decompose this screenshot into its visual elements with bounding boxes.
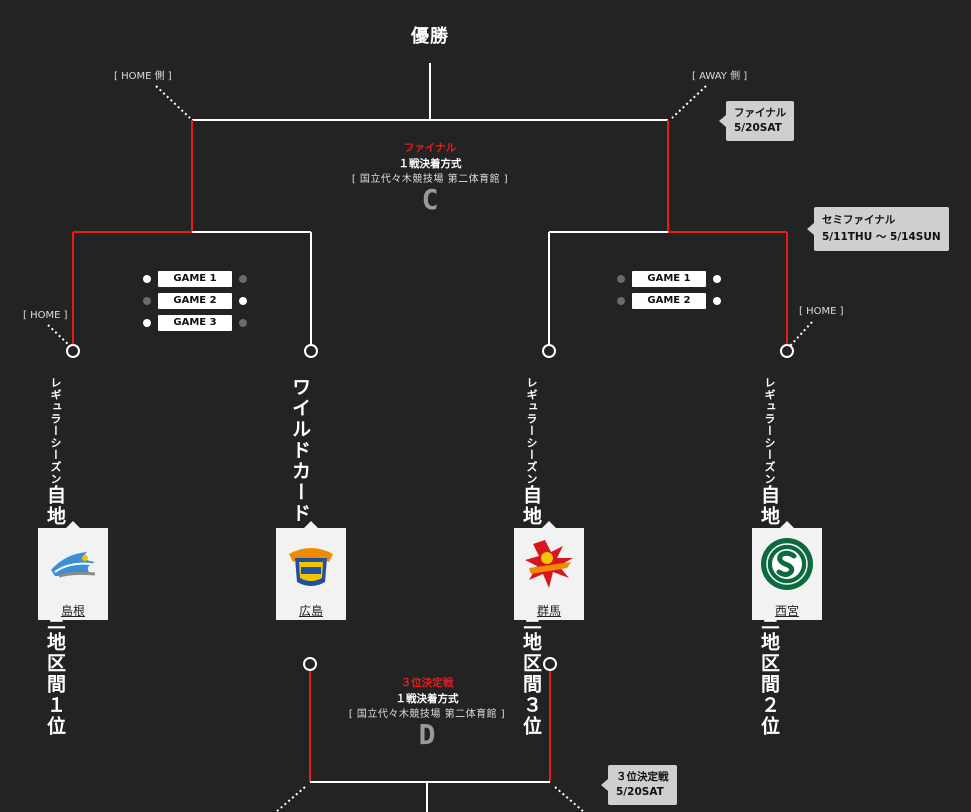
semi-callout-date: 5/11THU 〜 5/14SUN [822, 231, 941, 243]
third-callout: ３位決定戦 5/20SAT [601, 765, 677, 805]
gunma-logo-icon [525, 540, 573, 588]
left-game2-pill[interactable]: GAME 2 [158, 293, 232, 309]
right-series-games: GAME 1 GAME 2 [617, 271, 721, 309]
team-name-nishinomiya[interactable]: 西宮 [774, 604, 799, 618]
seed-2-line1: ワイルド [289, 377, 311, 461]
final-info: ファイナル １戦決着方式 [ 国立代々木競技場 第二体育館 ] C [310, 140, 550, 216]
right-game1-pill[interactable]: GAME 1 [632, 271, 706, 287]
seed-4-line2: 三地区間２位 [758, 611, 780, 737]
team-card-shimane[interactable]: 島根 [38, 521, 108, 620]
seed-label-4: レギュラーシーズン自地区１位／三地区間２位 [756, 377, 783, 737]
nishinomiya-logo-icon [761, 538, 813, 590]
left-game2-home-dot [143, 297, 151, 305]
team-card-nishinomiya[interactable]: 西宮 [752, 521, 822, 620]
team-name-gunma[interactable]: 群馬 [536, 604, 561, 618]
left-game2-away-dot [239, 297, 247, 305]
right-game2-away-dot [713, 297, 721, 305]
seed-2-line2: カード [289, 461, 311, 524]
champion-title: 優勝 [411, 26, 449, 47]
semi-callout: セミファイナル 5/11THU 〜 5/14SUN [807, 207, 949, 251]
final-callout: ファイナル 5/20SAT [718, 101, 795, 141]
seed-3-season: レギュラーシーズン [525, 377, 538, 485]
right-game-row-1: GAME 1 [617, 271, 721, 287]
left-game-row-1: GAME 1 [143, 271, 247, 287]
seed-label-3: レギュラーシーズン自地区１位／三地区間３位 [518, 377, 545, 737]
seed-1-season: レギュラーシーズン [49, 377, 62, 485]
shimane-logo-icon [51, 552, 96, 578]
team-card-hiroshima[interactable]: 広島 [276, 521, 346, 620]
right-game-row-2: GAME 2 [617, 293, 721, 309]
final-callout-name: ファイナル [734, 107, 787, 119]
final-name: ファイナル [403, 142, 457, 154]
left-game3-away-dot [239, 319, 247, 327]
left-game1-home-dot [143, 275, 151, 283]
third-format: １戦決着方式 [395, 693, 459, 705]
seed-label-1: レギュラーシーズン自地区１位／三地区間１位 [42, 377, 69, 737]
left-game1-away-dot [239, 275, 247, 283]
third-info: ３位決定戦 １戦決着方式 [ 国立代々木競技場 第二体育館 ] D [307, 675, 547, 751]
third-letter: D [418, 718, 436, 751]
final-format: １戦決着方式 [398, 158, 462, 170]
seed-4-season: レギュラーシーズン [763, 377, 776, 485]
left-game3-home-dot [143, 319, 151, 327]
home-label-right: [ HOME ] [799, 306, 844, 317]
right-game2-pill[interactable]: GAME 2 [632, 293, 706, 309]
seed-label-2: ワイルドカード [287, 377, 314, 524]
seed-1-line2: 三地区間１位 [44, 611, 66, 737]
right-game1-away-dot [713, 275, 721, 283]
semi-callout-name: セミファイナル [822, 214, 896, 226]
away-side-label: [ AWAY 側 ] [692, 71, 748, 82]
final-venue: [ 国立代々木競技場 第二体育館 ] [351, 174, 509, 185]
third-callout-name: ３位決定戦 [616, 771, 669, 783]
home-label-left: [ HOME ] [23, 310, 68, 321]
left-series-games: GAME 1 GAME 2 GAME 3 [143, 271, 247, 331]
seed-3-line2: 三地区間３位 [520, 611, 542, 737]
right-game1-home-dot [617, 275, 625, 283]
left-game-row-2: GAME 2 [143, 293, 247, 309]
team-name-hiroshima[interactable]: 広島 [298, 604, 323, 618]
hiroshima-logo-icon [289, 548, 333, 586]
right-game2-home-dot [617, 297, 625, 305]
final-letter: C [421, 183, 439, 216]
third-name: ３位決定戦 [400, 677, 454, 689]
third-callout-date: 5/20SAT [616, 786, 664, 798]
third-venue: [ 国立代々木競技場 第二体育館 ] [348, 709, 506, 720]
left-game-row-3: GAME 3 [143, 315, 247, 331]
left-game1-pill[interactable]: GAME 1 [158, 271, 232, 287]
team-card-gunma[interactable]: 群馬 [514, 521, 584, 620]
home-side-label: [ HOME 側 ] [114, 71, 172, 82]
left-game3-pill[interactable]: GAME 3 [158, 315, 232, 331]
team-name-shimane[interactable]: 島根 [60, 604, 85, 618]
final-callout-date: 5/20SAT [734, 122, 782, 134]
